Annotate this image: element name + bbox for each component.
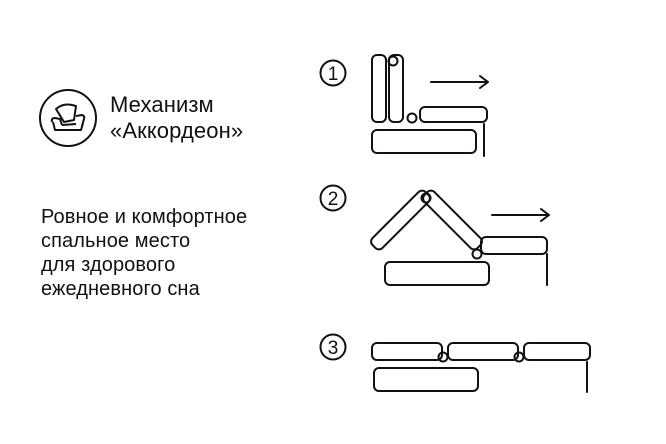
step-3-base xyxy=(373,367,479,392)
sofa-icon xyxy=(39,89,97,147)
step-3-hinge-1 xyxy=(437,351,449,363)
step-1-arrow-icon xyxy=(430,75,489,89)
step-3-badge xyxy=(319,333,347,361)
title-line-1: Механизм xyxy=(110,92,214,117)
step-1-back-panel xyxy=(371,54,387,123)
step-2-hinge-top xyxy=(420,192,432,204)
description-line-1: Ровное и комфортное xyxy=(41,206,248,228)
step-3-panel-3 xyxy=(523,342,591,361)
step-2-arrow-icon xyxy=(491,208,550,222)
step-1-middle-panel xyxy=(388,54,404,123)
description-line-4: ежедневного сна xyxy=(41,278,200,300)
step-1-hinge-top xyxy=(387,55,399,67)
step-2-hinge-bottom xyxy=(471,248,483,260)
step-1-diagram xyxy=(319,54,489,157)
description-line-3: для здорового xyxy=(41,254,176,276)
step-2-badge xyxy=(319,184,347,212)
step-2-diagram xyxy=(319,184,550,286)
step-3-hinge-2 xyxy=(513,351,525,363)
step-3-panel-1 xyxy=(371,342,443,361)
step-1-badge xyxy=(319,59,347,87)
step-2-seat-panel xyxy=(480,236,548,255)
description-line-2: спальное место xyxy=(41,230,191,252)
step-1-hinge-bottom xyxy=(406,112,418,124)
description: Ровное и комфортное спальное место для з… xyxy=(41,205,247,301)
page-title: Механизм «Аккордеон» xyxy=(110,92,243,144)
step-2-number: 2 xyxy=(328,189,339,210)
header: Механизм «Аккордеон» xyxy=(38,88,243,148)
title-line-2: «Аккордеон» xyxy=(110,118,244,143)
step-1-seat-panel xyxy=(419,106,488,123)
step-1-number: 1 xyxy=(328,64,339,85)
step-1-base xyxy=(371,129,477,154)
step-3-panel-2 xyxy=(447,342,519,361)
step-3-number: 3 xyxy=(328,338,339,359)
step-3-diagram xyxy=(319,333,591,393)
step-2-base xyxy=(384,261,490,286)
